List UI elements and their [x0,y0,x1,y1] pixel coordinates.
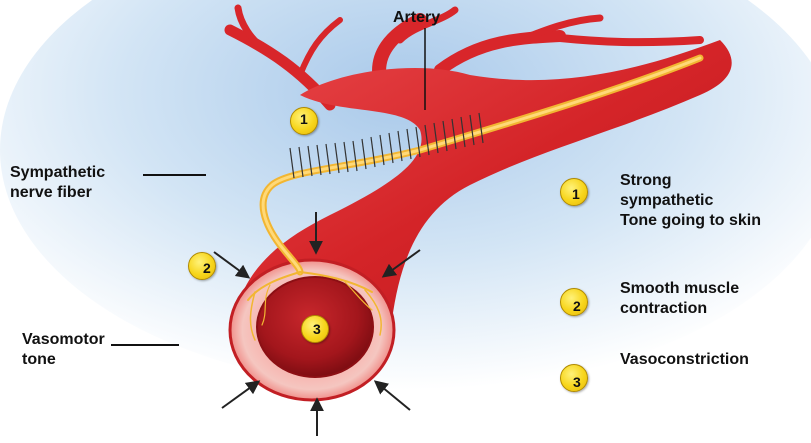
badge-2-diagram: 2 [188,252,216,280]
legend-text-2: Smooth muscle contraction [620,279,739,319]
artery-label: Artery [393,8,440,28]
legend-badge-number: 3 [573,374,581,390]
sympathetic-nerve-fiber-label: Sympathetic nerve fiber [10,163,105,203]
legend-badge-3: 3 [560,364,588,392]
badge-1-diagram: 1 [290,107,318,135]
legend-badge-2: 2 [560,288,588,316]
legend-text-1: Strong sympathetic Tone going to skin [620,171,761,231]
vasomotor-tone-label: Vasomotor tone [22,330,105,370]
arrow-lower-left [222,382,258,408]
sympathetic-nerve-fiber-pointer [143,174,206,176]
badge-3-diagram: 3 [301,315,329,343]
legend-badge-number: 2 [573,298,581,314]
badge-number: 3 [313,321,321,337]
vasomotor-tone-pointer [111,344,179,346]
legend-badge-1: 1 [560,178,588,206]
legend-text-3: Vasoconstriction [620,350,749,370]
badge-number: 2 [203,260,211,276]
legend-badge-number: 1 [572,186,580,202]
badge-number: 1 [300,111,308,127]
